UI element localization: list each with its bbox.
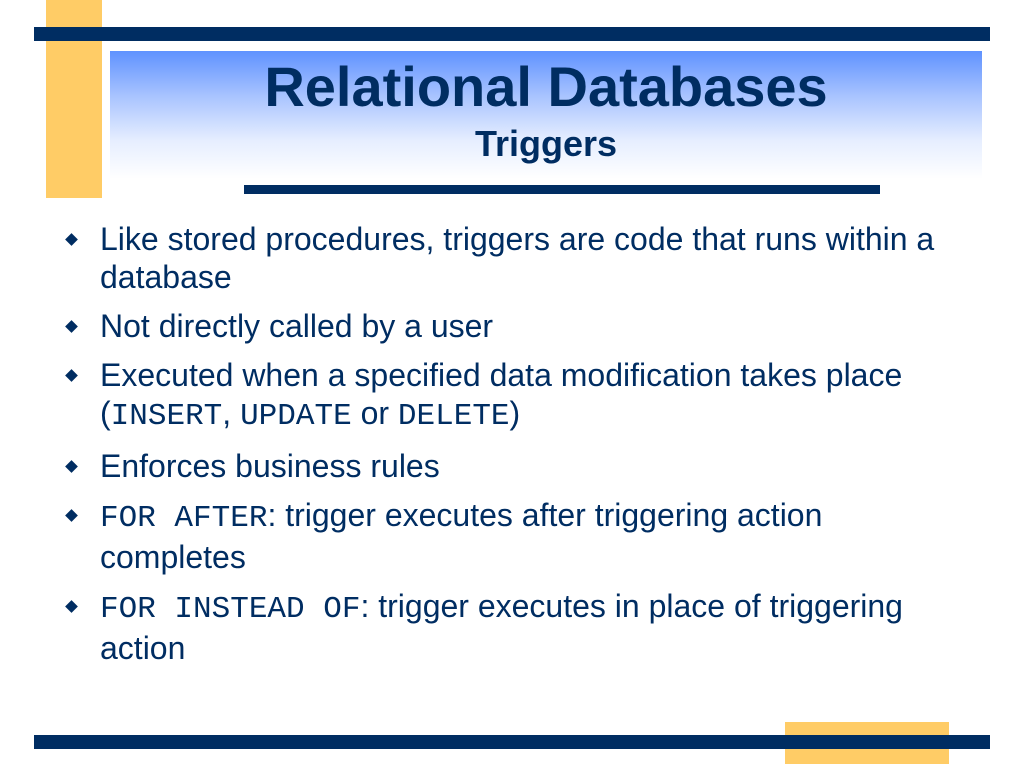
bottom-divider-bar <box>34 735 990 749</box>
code-insert: INSERT <box>110 399 223 434</box>
diamond-bullet-icon <box>65 320 78 333</box>
closing-paren: ) <box>509 395 521 431</box>
separator-text: or <box>351 395 398 431</box>
title-underline-rule <box>244 185 880 194</box>
bullet-item: Enforces business rules <box>60 447 960 485</box>
bullet-text: Not directly called by a user <box>100 308 494 344</box>
diamond-bullet-icon <box>65 233 78 246</box>
bullet-item: FOR AFTER: trigger executes after trigge… <box>60 496 960 576</box>
bullet-text: Executed when a specified data modificat… <box>100 357 903 431</box>
top-divider-bar <box>34 27 990 41</box>
slide-title: Relational Databases <box>264 55 828 118</box>
code-for-instead-of: FOR INSTEAD OF <box>100 592 361 627</box>
diamond-bullet-icon <box>65 600 78 613</box>
bullet-item: Not directly called by a user <box>60 307 960 345</box>
diamond-bullet-icon <box>65 509 78 522</box>
bullet-list: Like stored procedures, triggers are cod… <box>60 220 960 678</box>
bullet-text: Enforces business rules <box>100 448 440 484</box>
code-delete: DELETE <box>397 399 510 434</box>
separator-text: , <box>222 395 241 431</box>
bullet-text: Like stored procedures, triggers are cod… <box>100 221 935 295</box>
bullet-text: : trigger executes after triggering acti… <box>100 497 823 575</box>
slide-subtitle: Triggers <box>474 123 618 164</box>
code-for-after: FOR AFTER <box>100 501 268 536</box>
code-update: UPDATE <box>240 399 352 434</box>
bullet-text: : trigger executes in place of triggerin… <box>100 588 903 666</box>
bullet-item: Executed when a specified data modificat… <box>60 356 960 436</box>
diamond-bullet-icon <box>65 460 78 473</box>
diamond-bullet-icon <box>65 369 78 382</box>
bullet-item: FOR INSTEAD OF: trigger executes in plac… <box>60 587 960 667</box>
bullet-item: Like stored procedures, triggers are cod… <box>60 220 960 296</box>
title-gradient-band <box>110 51 982 179</box>
